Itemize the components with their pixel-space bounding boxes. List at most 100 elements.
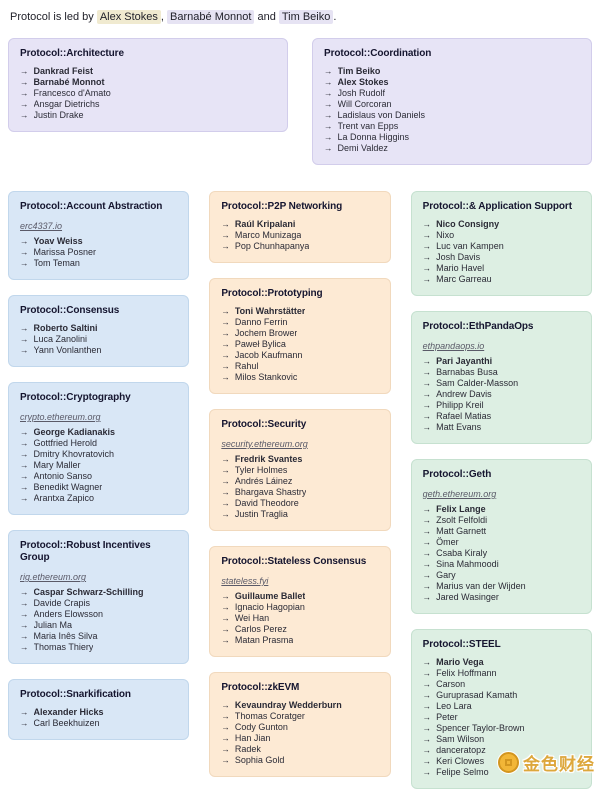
member-row[interactable]: →Roberto Saltini [20,323,177,334]
member-row[interactable]: →Marco Munizaga [221,230,378,241]
member-row[interactable]: →Julian Ma [20,620,177,631]
member-row[interactable]: →Tim Beiko [324,66,580,77]
member-row[interactable]: →Alex Stokes [324,77,580,88]
member-row[interactable]: →Jared Wasinger [423,592,580,603]
member-row[interactable]: →Guruprasad Kamath [423,690,580,701]
member-row[interactable]: →Mary Maller [20,460,177,471]
member-row[interactable]: →Rahul [221,361,378,372]
member-row[interactable]: →Sam Calder-Masson [423,378,580,389]
member-row[interactable]: →Cody Gunton [221,722,378,733]
member-row[interactable]: →Felix Lange [423,504,580,515]
member-row[interactable]: →La Donna Higgins [324,132,580,143]
member-row[interactable]: →Spencer Taylor-Brown [423,723,580,734]
group-link[interactable]: stateless.fyi [221,576,269,586]
member-row[interactable]: →Radek [221,744,378,755]
member-row[interactable]: →Ladislaus von Daniels [324,110,580,121]
member-row[interactable]: →Davide Crapis [20,598,177,609]
member-row[interactable]: →Ömer [423,537,580,548]
member-row[interactable]: →Carson [423,679,580,690]
group-link[interactable]: rig.ethereum.org [20,572,87,582]
lead-chip-alex-stokes[interactable]: Alex Stokes [96,10,161,24]
member-row[interactable]: →Luca Zanolini [20,334,177,345]
member-row[interactable]: →Gary [423,570,580,581]
member-row[interactable]: →Alexander Hicks [20,707,177,718]
member-row[interactable]: →Pari Jayanthi [423,356,580,367]
member-row[interactable]: →Josh Davis [423,252,580,263]
member-row[interactable]: →Han Jian [221,733,378,744]
member-row[interactable]: →Rafael Matias [423,411,580,422]
member-row[interactable]: →Mario Havel [423,263,580,274]
member-row[interactable]: →Wei Han [221,613,378,624]
member-row[interactable]: →Felipe Selmo [423,767,580,778]
member-row[interactable]: →Peter [423,712,580,723]
member-row[interactable]: →David Theodore [221,498,378,509]
member-row[interactable]: →danceratopz [423,745,580,756]
member-row[interactable]: →Nixo [423,230,580,241]
member-row[interactable]: →Jacob Kaufmann [221,350,378,361]
member-row[interactable]: →Barnabé Monnot [20,77,276,88]
member-row[interactable]: →Tom Teman [20,258,177,269]
member-row[interactable]: →Matt Evans [423,422,580,433]
member-row[interactable]: →Luc van Kampen [423,241,580,252]
member-row[interactable]: →Yann Vonlanthen [20,345,177,356]
member-row[interactable]: →Guillaume Ballet [221,591,378,602]
member-row[interactable]: →Arantxa Zapico [20,493,177,504]
member-row[interactable]: →Carlos Perez [221,624,378,635]
member-row[interactable]: →Anders Elowsson [20,609,177,620]
member-row[interactable]: →Raúl Kripalani [221,219,378,230]
member-row[interactable]: →Andrew Davis [423,389,580,400]
member-row[interactable]: →Danno Ferrin [221,317,378,328]
member-row[interactable]: →Justin Drake [20,110,276,121]
member-row[interactable]: →Ignacio Hagopian [221,602,378,613]
member-row[interactable]: →Thomas Thiery [20,642,177,653]
member-row[interactable]: →Fredrik Svantes [221,454,378,465]
member-row[interactable]: →Kevaundray Wedderburn [221,700,378,711]
member-row[interactable]: →Pop Chunhapanya [221,241,378,252]
member-row[interactable]: →Paweł Bylica [221,339,378,350]
member-row[interactable]: →Dmitry Khovratovich [20,449,177,460]
member-row[interactable]: →Sophia Gold [221,755,378,766]
member-row[interactable]: →Gottfried Herold [20,438,177,449]
member-row[interactable]: →Antonio Sanso [20,471,177,482]
member-row[interactable]: →Philipp Kreil [423,400,580,411]
member-row[interactable]: →Andrés Láinez [221,476,378,487]
member-row[interactable]: →Maria Inês Silva [20,631,177,642]
member-row[interactable]: →Keri Clowes [423,756,580,767]
member-row[interactable]: →Marissa Posner [20,247,177,258]
group-link[interactable]: erc4337.io [20,221,63,231]
member-row[interactable]: →Trent van Epps [324,121,580,132]
group-link[interactable]: security.ethereum.org [221,439,308,449]
member-row[interactable]: →Zsolt Felfoldi [423,515,580,526]
member-row[interactable]: →Ansgar Dietrichs [20,99,276,110]
member-row[interactable]: →Tyler Holmes [221,465,378,476]
member-row[interactable]: →Carl Beekhuizen [20,718,177,729]
member-row[interactable]: →George Kadianakis [20,427,177,438]
member-row[interactable]: →Milos Stankovic [221,372,378,383]
group-link[interactable]: geth.ethereum.org [422,489,497,499]
member-row[interactable]: →Will Corcoran [324,99,580,110]
member-row[interactable]: →Felix Hoffmann [423,668,580,679]
group-link[interactable]: ethpandaops.io [422,341,485,351]
member-row[interactable]: →Toni Wahrstätter [221,306,378,317]
member-row[interactable]: →Jochem Brower [221,328,378,339]
member-row[interactable]: →Leo Lara [423,701,580,712]
member-row[interactable]: →Francesco d'Amato [20,88,276,99]
member-row[interactable]: →Yoav Weiss [20,236,177,247]
member-row[interactable]: →Marc Garreau [423,274,580,285]
member-row[interactable]: →Sam Wilson [423,734,580,745]
member-row[interactable]: →Sina Mahmoodi [423,559,580,570]
lead-chip-tim-beiko[interactable]: Tim Beiko [278,10,334,24]
lead-chip-barnabe-monnot[interactable]: Barnabé Monnot [167,10,255,24]
member-row[interactable]: →Barnabas Busa [423,367,580,378]
member-row[interactable]: →Mario Vega [423,657,580,668]
group-link[interactable]: crypto.ethereum.org [20,412,101,422]
member-row[interactable]: →Matan Prasma [221,635,378,646]
member-row[interactable]: →Dankrad Feist [20,66,276,77]
member-row[interactable]: →Justin Traglia [221,509,378,520]
member-row[interactable]: →Marius van der Wijden [423,581,580,592]
member-row[interactable]: →Demi Valdez [324,143,580,154]
member-row[interactable]: →Josh Rudolf [324,88,580,99]
member-row[interactable]: →Bhargava Shastry [221,487,378,498]
member-row[interactable]: →Csaba Kiraly [423,548,580,559]
member-row[interactable]: →Nico Consigny [423,219,580,230]
